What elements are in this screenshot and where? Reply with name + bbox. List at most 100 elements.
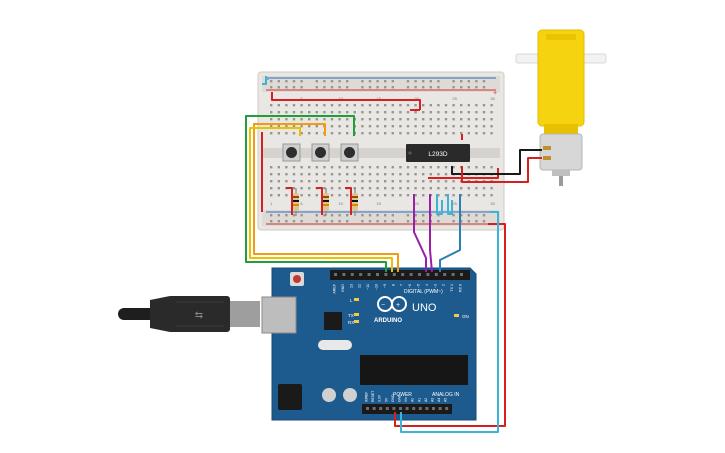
digital-pin[interactable] — [451, 273, 455, 276]
digital-pin[interactable] — [342, 273, 346, 276]
digital-pin-label: 4 — [425, 284, 429, 286]
l293d-chip[interactable]: L293D — [406, 144, 470, 162]
row-number: 30 — [490, 96, 495, 101]
digital-pin[interactable] — [426, 273, 430, 276]
chip-label: L293D — [428, 151, 447, 158]
resistor-3[interactable] — [352, 188, 358, 216]
power-analog-pin-label: A4 — [437, 398, 441, 402]
push-button-2[interactable] — [311, 143, 330, 162]
power-analog-pin-label: 3.3V — [378, 394, 382, 402]
row-number: 10 — [338, 201, 343, 206]
power-analog-pin[interactable] — [385, 407, 389, 410]
power-analog-pin[interactable] — [438, 407, 442, 410]
resistor-2[interactable] — [323, 188, 329, 216]
wire-purple-1 — [413, 194, 427, 272]
digital-pin[interactable] — [460, 273, 463, 276]
row-number: 20 — [414, 201, 419, 206]
power-label: POWER — [393, 392, 412, 398]
power-analog-pin[interactable] — [445, 407, 449, 410]
digital-pin-label: TX 1 — [450, 284, 454, 292]
wire-motor-red — [461, 157, 542, 183]
rail-minus-label: − — [265, 77, 269, 84]
wire-red-5v — [394, 223, 506, 427]
wire-orange — [253, 123, 399, 272]
power-analog-pin-label: GND — [391, 394, 395, 402]
usb-cable[interactable]: ⇆ — [118, 296, 260, 332]
wire-green — [245, 115, 387, 272]
wire-red-res3 — [345, 187, 352, 215]
led-rx-label: RX — [348, 320, 354, 325]
digital-pin[interactable] — [350, 273, 354, 276]
digital-pin[interactable] — [376, 273, 379, 276]
reset-button[interactable] — [293, 275, 301, 283]
row-number: 5 — [300, 201, 303, 206]
power-analog-pin[interactable] — [425, 407, 429, 410]
row-number: 5 — [300, 96, 303, 101]
wire-red-rail-top — [271, 92, 421, 110]
digital-pin[interactable] — [334, 273, 337, 276]
resistors[interactable] — [293, 188, 358, 216]
wire-blue-1 — [439, 194, 461, 272]
digital-pin-label: 7 — [400, 284, 404, 286]
digital-pin[interactable] — [434, 273, 438, 276]
wire-cyan-ctrl-1 — [436, 194, 443, 215]
power-analog-pin-label: A0 — [411, 398, 415, 402]
digital-pin[interactable] — [392, 273, 396, 276]
row-number: 30 — [490, 201, 495, 206]
digital-pin[interactable] — [359, 273, 363, 276]
row-number: 10 — [338, 96, 343, 101]
power-analog-pin[interactable] — [399, 407, 402, 410]
power-analog-pin[interactable] — [412, 407, 416, 410]
push-button-1[interactable] — [282, 143, 301, 162]
digital-pin[interactable] — [384, 273, 388, 276]
wire-red-res1 — [286, 187, 293, 215]
power-analog-pin-label: A1 — [417, 398, 421, 402]
digital-pin-label: 8 — [391, 284, 395, 286]
wires[interactable] — [245, 76, 542, 433]
digital-pin-label: ~9 — [383, 284, 387, 288]
power-analog-pin[interactable] — [418, 407, 422, 410]
power-analog-pin-label: GND — [398, 394, 402, 402]
digital-pin-label: 12 — [358, 284, 362, 288]
wire-purple-2 — [429, 194, 433, 273]
power-analog-pin[interactable] — [405, 407, 409, 410]
digital-pin[interactable] — [409, 273, 413, 276]
wire-cyan-ctrl-2 — [447, 194, 453, 215]
power-analog-pin-label: A3 — [431, 398, 435, 402]
digital-pin-label: 13 — [349, 284, 353, 288]
digital-pin[interactable] — [443, 273, 447, 276]
wire-cyan-gnd — [400, 211, 499, 433]
power-analog-pin[interactable] — [366, 407, 369, 410]
analog-in-label: ANALOG IN — [432, 392, 460, 398]
digital-pin-label: ~5 — [417, 284, 421, 288]
rail-plus-label: + — [493, 90, 497, 97]
row-number: 15 — [376, 96, 381, 101]
digital-pin[interactable] — [367, 273, 371, 276]
digital-pin[interactable] — [418, 273, 421, 276]
power-analog-pin-label: 5V — [384, 397, 388, 402]
svg-text:+: + — [396, 302, 400, 309]
power-analog-pin-label: RESET — [371, 391, 375, 402]
led-l-label: L — [350, 298, 353, 303]
resistor-1[interactable] — [293, 188, 299, 216]
arduino-logo-icon: − + — [377, 296, 407, 312]
digital-pin-label: GND — [341, 284, 345, 292]
digital-pin[interactable] — [401, 273, 405, 276]
digital-header[interactable] — [330, 270, 470, 280]
digital-pin-label: ~6 — [408, 284, 412, 288]
row-number: 20 — [414, 96, 419, 101]
power-analog-pin[interactable] — [372, 407, 376, 410]
push-button-3[interactable] — [340, 143, 359, 162]
dc-gear-motor[interactable] — [515, 29, 607, 186]
power-analog-pin[interactable] — [379, 407, 383, 410]
push-buttons[interactable] — [282, 143, 359, 162]
usb-icon: ⇆ — [195, 310, 203, 321]
arduino-brand-label: ARDUINO — [374, 318, 402, 324]
wire-cyan-gnd-top — [262, 76, 267, 85]
power-analog-pin[interactable] — [432, 407, 435, 410]
led-on-label: ON — [462, 314, 469, 319]
power-analog-pin[interactable] — [392, 407, 396, 410]
